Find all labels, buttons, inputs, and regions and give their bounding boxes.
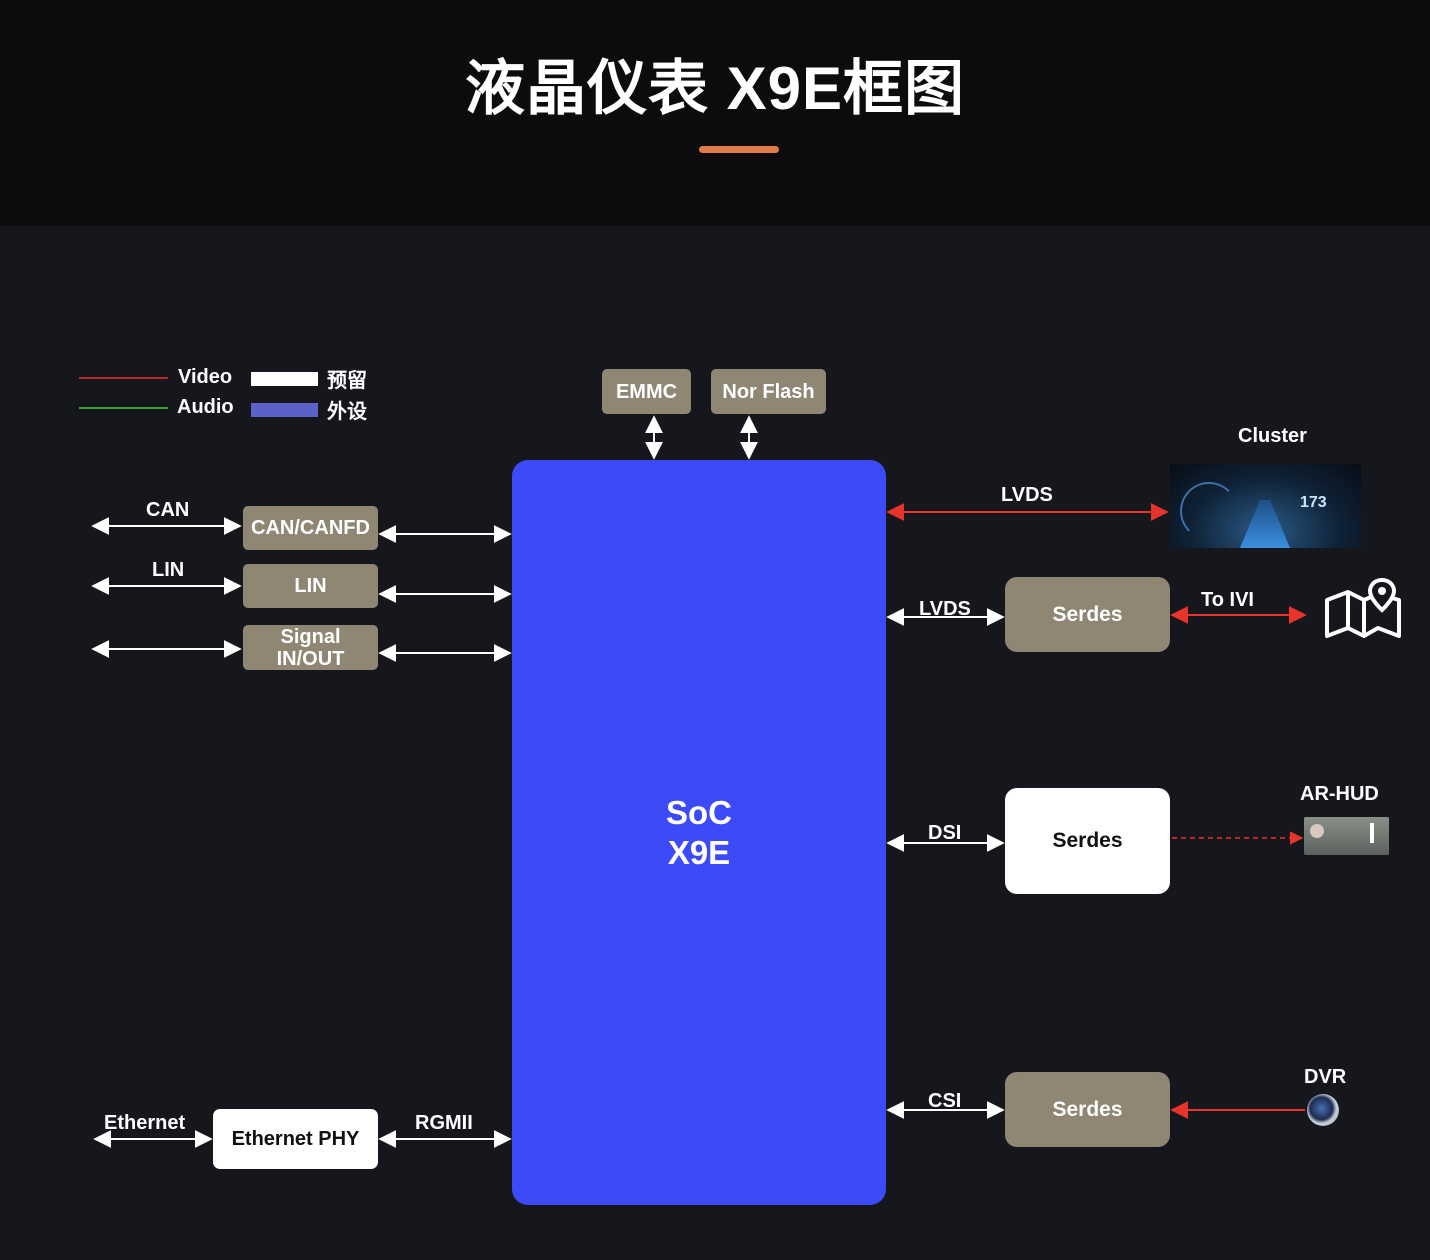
serdes-dvr-box: Serdes: [1005, 1072, 1170, 1147]
can-canfd-box: CAN/CANFD: [243, 506, 378, 550]
legend-audio-label: Audio: [177, 396, 234, 418]
signal-label-line1: Signal: [280, 625, 341, 648]
legend-reserved-label: 预留: [327, 370, 367, 392]
can-label: CAN: [146, 499, 190, 521]
ar-hud-image: [1304, 817, 1389, 855]
cluster-dial: [1180, 482, 1238, 540]
cluster-display-image: 173: [1170, 464, 1361, 548]
lin-label: LIN: [152, 559, 185, 581]
lvds-cluster-label: LVDS: [1001, 484, 1053, 506]
cluster-label: Cluster: [1238, 425, 1307, 447]
header-banner: 液晶仪表 X9E框图: [0, 0, 1430, 226]
title-underline: [699, 146, 779, 153]
page-title: 液晶仪表 X9E框图: [464, 55, 966, 122]
dsi-label: DSI: [928, 822, 962, 844]
soc-block: SoC X9E: [512, 460, 886, 1205]
soc-label-line1: SoC: [666, 793, 732, 831]
cluster-road: [1240, 500, 1290, 548]
serdes-ivi-box: Serdes: [1005, 577, 1170, 652]
hud-avatar: [1310, 824, 1324, 838]
ar-hud-label: AR-HUD: [1300, 783, 1379, 805]
nor-flash-box: Nor Flash: [711, 369, 826, 414]
ethernet-phy-box: Ethernet PHY: [213, 1109, 378, 1169]
cluster-speed-readout: 173: [1300, 494, 1327, 511]
signal-in-out-box: Signal IN/OUT: [243, 625, 378, 670]
lvds-serdes-label: LVDS: [919, 598, 971, 620]
dvr-camera-icon: [1307, 1094, 1339, 1126]
legend-video-label: Video: [178, 366, 233, 388]
legend-peripheral-swatch: [251, 403, 318, 417]
dvr-label: DVR: [1304, 1066, 1347, 1088]
ethernet-label: Ethernet: [104, 1112, 186, 1134]
legend-peripheral-label: 外设: [327, 401, 367, 423]
to-ivi-label: To IVI: [1201, 589, 1254, 611]
csi-label: CSI: [928, 1090, 962, 1112]
signal-label-line2: IN/OUT: [276, 647, 345, 670]
map-icon: [1325, 578, 1401, 638]
serdes-hud-box: Serdes: [1005, 788, 1170, 894]
emmc-box: EMMC: [602, 369, 691, 414]
hud-turn-arrow: [1370, 823, 1374, 843]
legend-reserved-swatch: [251, 372, 318, 386]
lin-box: LIN: [243, 564, 378, 608]
soc-label-line2: X9E: [667, 833, 731, 871]
rgmii-label: RGMII: [415, 1112, 473, 1134]
